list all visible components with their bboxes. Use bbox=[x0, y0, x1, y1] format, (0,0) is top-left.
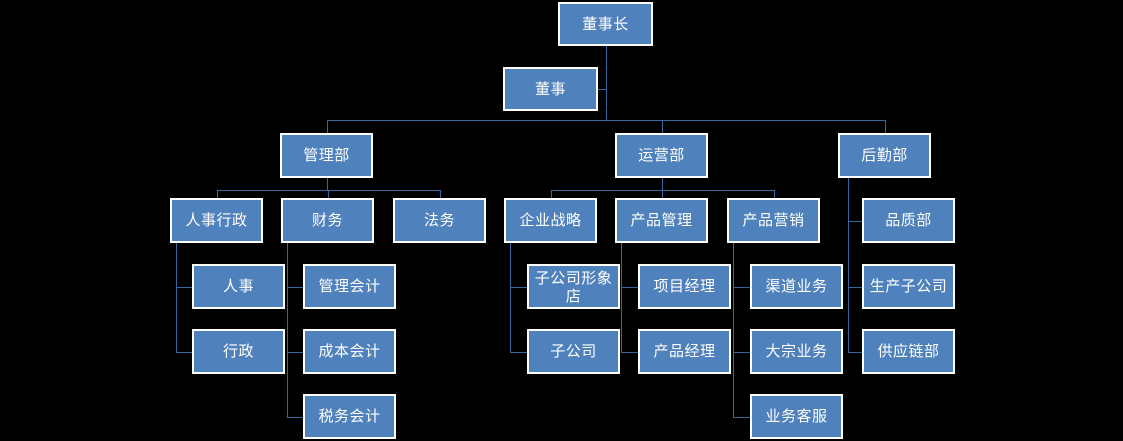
org-node[interactable]: 行政 bbox=[192, 329, 285, 374]
connector-trunk-vertical bbox=[510, 243, 511, 352]
connector-drop-level4 bbox=[216, 190, 218, 198]
org-node[interactable]: 董事长 bbox=[558, 2, 653, 46]
org-node[interactable]: 产品营销 bbox=[727, 198, 820, 243]
org-node[interactable]: 渠道业务 bbox=[750, 264, 843, 309]
org-node[interactable]: 财务 bbox=[281, 198, 374, 243]
connector-stub-child bbox=[287, 351, 303, 353]
connector-stub-child bbox=[287, 416, 303, 418]
org-node[interactable]: 产品经理 bbox=[638, 329, 731, 374]
org-node[interactable]: 子公司 bbox=[527, 329, 620, 374]
org-node[interactable]: 管理部 bbox=[280, 133, 373, 178]
org-node[interactable]: 业务客服 bbox=[750, 394, 843, 439]
connector-stub-child bbox=[176, 351, 192, 353]
org-node[interactable]: 大宗业务 bbox=[750, 329, 843, 374]
connector-drop-level3 bbox=[326, 120, 328, 133]
org-node[interactable]: 人事 bbox=[192, 264, 285, 309]
connector-trunk-vertical bbox=[176, 243, 177, 352]
connector-stub-child bbox=[621, 351, 638, 353]
connector-drop-parent bbox=[661, 178, 663, 190]
org-node[interactable]: 子公司形象店 bbox=[527, 264, 620, 309]
connector-root-trunk bbox=[605, 46, 607, 120]
connector-stub-child bbox=[733, 416, 750, 418]
org-node[interactable]: 管理会计 bbox=[303, 264, 396, 309]
org-node[interactable]: 项目经理 bbox=[638, 264, 731, 309]
org-node[interactable]: 供应链部 bbox=[862, 329, 955, 374]
connector-drop-level4 bbox=[327, 190, 329, 198]
connector-drop-level4 bbox=[661, 190, 663, 198]
connector-drop-level3 bbox=[661, 120, 663, 133]
connector-stub-child bbox=[176, 286, 192, 288]
connector-stub-child bbox=[510, 351, 527, 353]
org-node[interactable]: 运营部 bbox=[615, 133, 708, 178]
org-node[interactable]: 成本会计 bbox=[303, 329, 396, 374]
connector-stub-child bbox=[733, 351, 750, 353]
connector-drop-level4 bbox=[773, 190, 775, 198]
connector-stub-child bbox=[848, 286, 862, 288]
connector-trunk-vertical bbox=[733, 243, 734, 417]
connector-trunk-vertical bbox=[848, 178, 849, 352]
org-node[interactable]: 企业战略 bbox=[504, 198, 597, 243]
connector-stub-child bbox=[733, 286, 750, 288]
connector-stub-child bbox=[848, 351, 862, 353]
connector-stub-child bbox=[287, 286, 303, 288]
connector-drop-level3 bbox=[884, 120, 886, 133]
org-node[interactable]: 产品管理 bbox=[615, 198, 708, 243]
org-node[interactable]: 品质部 bbox=[862, 198, 955, 243]
connector-stub-child bbox=[848, 220, 862, 222]
org-node[interactable]: 法务 bbox=[393, 198, 486, 243]
org-node[interactable]: 税务会计 bbox=[303, 394, 396, 439]
connector-drop-parent bbox=[326, 178, 328, 190]
org-node[interactable]: 人事行政 bbox=[170, 198, 263, 243]
connector-drop-level4 bbox=[439, 190, 441, 198]
connector-stub-child bbox=[621, 286, 638, 288]
org-node[interactable]: 后勤部 bbox=[838, 133, 931, 178]
connector-bar-level3 bbox=[326, 120, 885, 121]
connector-drop-level4 bbox=[550, 190, 552, 198]
connector-trunk-vertical bbox=[621, 243, 622, 352]
org-node[interactable]: 生产子公司 bbox=[862, 264, 955, 309]
org-node[interactable]: 董事 bbox=[503, 67, 598, 111]
connector-trunk-vertical bbox=[287, 243, 288, 417]
connector-stub-child bbox=[510, 286, 527, 288]
connector-stub-director bbox=[598, 89, 606, 90]
